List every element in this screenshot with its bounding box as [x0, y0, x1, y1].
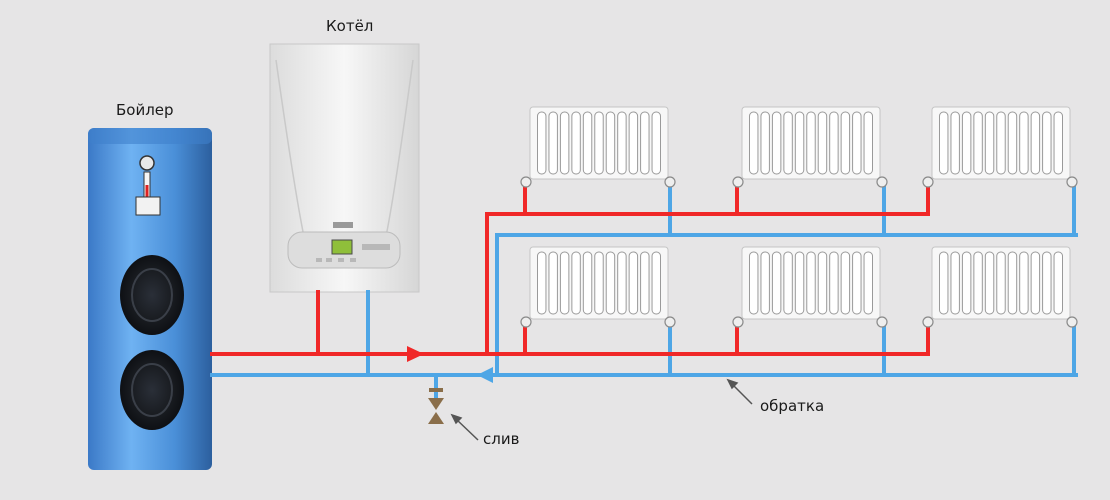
thermometer-icon: [139, 155, 155, 203]
radiator: [922, 106, 1078, 188]
valve-icon: [428, 388, 444, 424]
radiator: [922, 246, 1078, 328]
radiator-grid: [520, 106, 1078, 328]
arrow-left-icon: [477, 367, 493, 383]
return-pipes: [210, 181, 1078, 400]
coil-hatch-upper: [120, 255, 184, 335]
radiator: [732, 106, 888, 188]
kotel-label: Котёл: [326, 17, 374, 35]
kotel-unit: [269, 43, 420, 293]
tank-control-box: [135, 196, 161, 216]
boiler-label: Бойлер: [116, 101, 174, 119]
kotel-display: [331, 239, 353, 255]
kotel-buttons: [316, 244, 390, 262]
boiler-tank: [88, 128, 212, 470]
label-pointers: [450, 378, 753, 441]
drain-label: слив: [483, 430, 520, 448]
arrow-right-icon: [407, 346, 424, 362]
return-label: обратка: [760, 397, 825, 415]
supply-pipes: [210, 181, 930, 356]
radiator: [520, 106, 676, 188]
radiator: [732, 246, 888, 328]
kotel-brand-plate: [333, 222, 353, 228]
coil-hatch-lower: [120, 350, 184, 430]
radiator: [520, 246, 676, 328]
